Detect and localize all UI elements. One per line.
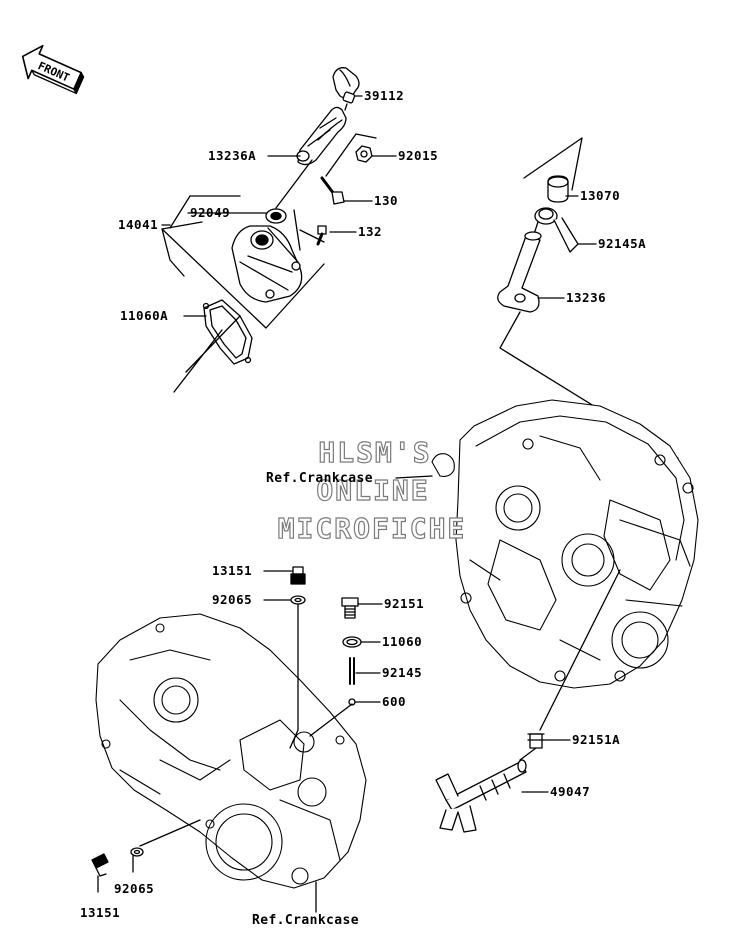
group-14041-bracket <box>161 195 325 329</box>
part-92065-top-washer <box>290 595 306 605</box>
part-11060A-gasket <box>202 299 253 365</box>
watermark-line-1: HLSM'S <box>318 436 432 469</box>
part-label-39112: 39112 <box>364 88 405 103</box>
crankcase-guide-lines <box>139 569 621 913</box>
part-130-bolt <box>320 176 345 205</box>
part-label-13070: 13070 <box>580 188 621 203</box>
part-label-92065-top: 92065 <box>212 592 253 607</box>
part-92151-plug <box>341 597 359 619</box>
middle-leader-lines <box>97 570 571 893</box>
part-13151-top-switch <box>290 566 306 585</box>
part-92145-spring <box>349 657 355 685</box>
front-arrow-icon: FRONT <box>21 44 85 95</box>
part-label-49047: 49047 <box>550 784 591 799</box>
part-label-13236: 13236 <box>566 290 607 305</box>
part-13236-shaft <box>497 231 542 313</box>
upper-right-leaders <box>537 195 597 299</box>
right-crankcase <box>431 399 699 689</box>
part-92015-nut <box>355 145 373 163</box>
part-label-13151-bottom: 13151 <box>80 905 121 920</box>
part-label-92145A: 92145A <box>598 236 647 251</box>
ref-crankcase-upper: Ref.Crankcase <box>266 471 373 486</box>
part-49047-shift-drum <box>435 759 527 833</box>
watermark-line-3: MICROFICHE <box>277 512 467 545</box>
left-crankcase <box>95 613 367 889</box>
part-label-130: 130 <box>374 193 399 208</box>
part-label-14041: 14041 <box>118 217 159 232</box>
part-14041-cover <box>231 225 303 303</box>
part-label-13151-top: 13151 <box>212 563 253 578</box>
part-label-92151: 92151 <box>384 596 425 611</box>
part-13236A-bracket <box>296 106 347 166</box>
upper-crankcase-leader <box>395 475 433 479</box>
part-label-13236A: 13236A <box>208 148 257 163</box>
part-132-bolt <box>316 225 327 246</box>
part-92151A-plug <box>527 733 545 749</box>
part-label-11060: 11060 <box>382 634 423 649</box>
gasket-guide-lines <box>173 315 241 393</box>
ref-crankcase-lower: Ref.Crankcase <box>252 913 359 928</box>
part-11060-washer <box>342 636 362 648</box>
part-label-600: 600 <box>382 694 407 709</box>
part-39112-lever <box>332 67 360 111</box>
part-label-92145: 92145 <box>382 665 423 680</box>
part-label-132: 132 <box>358 224 383 239</box>
part-label-92151A: 92151A <box>572 732 621 747</box>
part-92145A-spring <box>531 207 579 253</box>
part-label-92049: 92049 <box>190 205 231 220</box>
part-label-11060A: 11060A <box>120 308 169 323</box>
part-label-92015: 92015 <box>398 148 439 163</box>
watermark-line-2: ONLINE <box>316 474 430 507</box>
assembly-guide-lines <box>275 159 325 251</box>
part-92049-seal <box>265 208 287 224</box>
part-92065-bottom-washer <box>130 847 144 857</box>
part-13151-bottom-switch <box>91 853 109 877</box>
part-13070-collar <box>547 175 569 203</box>
part-label-92065-bottom: 92065 <box>114 881 155 896</box>
bracket-guide-lines <box>325 133 377 177</box>
